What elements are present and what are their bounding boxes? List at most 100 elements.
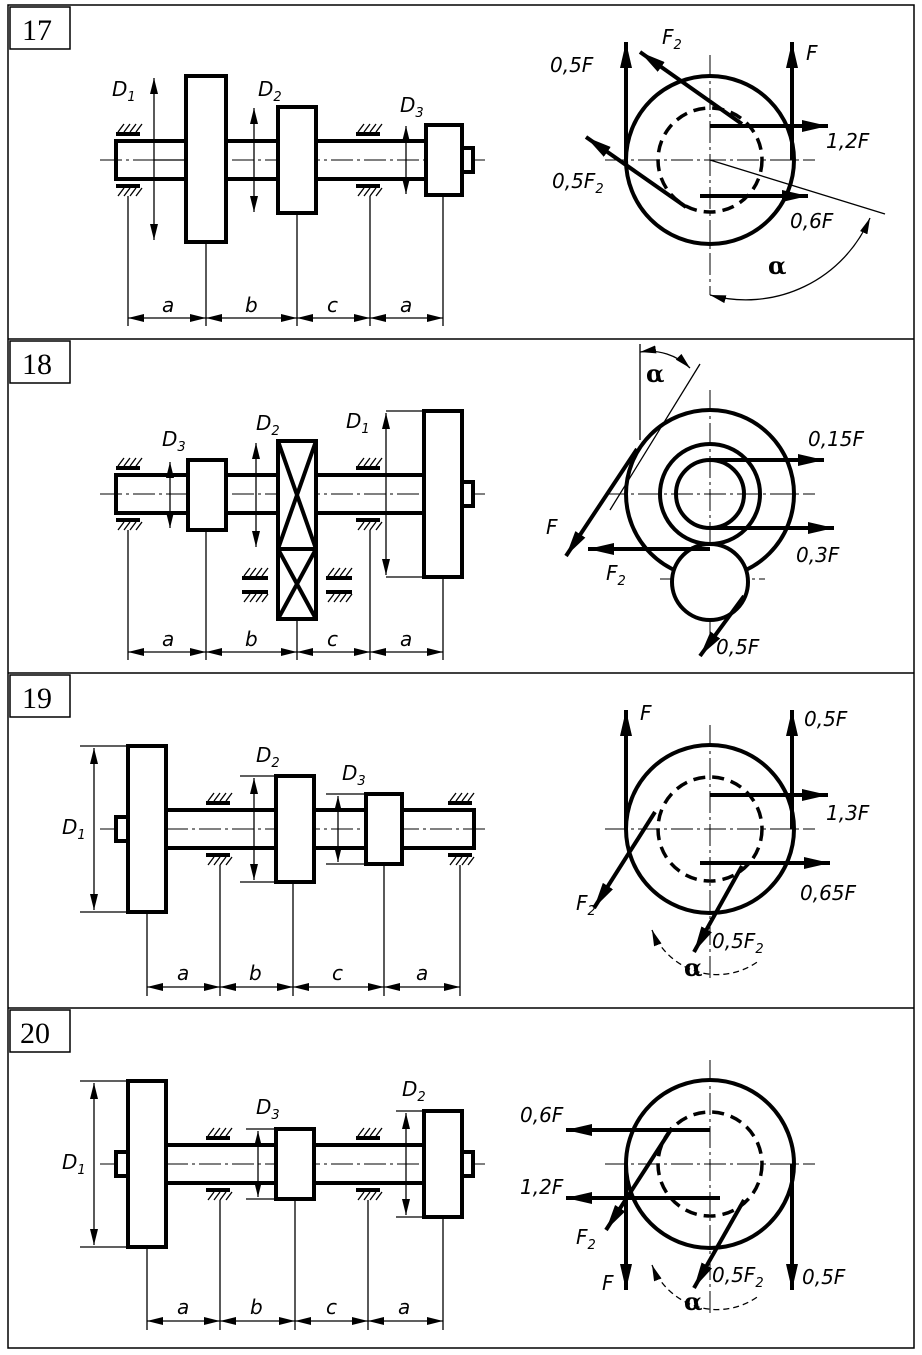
angle-label-alpha: α bbox=[684, 1287, 702, 1316]
dim-label-b: b bbox=[245, 293, 258, 317]
label-d2: D2 bbox=[258, 77, 282, 105]
force-label-0-5f2: 0,5F2 bbox=[712, 929, 764, 957]
bearing-right bbox=[356, 1127, 383, 1201]
shaft-diagram: D1 D2 D3 a b c a bbox=[62, 743, 488, 996]
angle-label-alpha: α bbox=[646, 359, 664, 388]
outer-frame bbox=[7, 4, 915, 1349]
dim-label-b: b bbox=[249, 961, 262, 985]
label-d1: D1 bbox=[62, 1150, 86, 1178]
dim-label-c: c bbox=[327, 293, 338, 317]
gear-inner-circle bbox=[656, 106, 764, 214]
force-label-f2: F2 bbox=[662, 25, 682, 53]
dim-label-c: c bbox=[326, 1295, 337, 1319]
force-label-1-3f: 1,3F bbox=[826, 801, 870, 825]
wheel-d1 bbox=[126, 744, 168, 914]
force-label-f2: F2 bbox=[576, 891, 596, 919]
label-d2: D2 bbox=[256, 743, 280, 771]
label-d1: D1 bbox=[346, 409, 370, 437]
force-label-1-2f: 1,2F bbox=[520, 1175, 564, 1199]
wheel-d1 bbox=[126, 1079, 168, 1249]
dim-label-c: c bbox=[332, 961, 343, 985]
force-label-f: F bbox=[806, 41, 818, 65]
dim-label-c: c bbox=[327, 627, 338, 651]
pinion-circle bbox=[670, 542, 750, 622]
dim-label-a: a bbox=[177, 1295, 189, 1319]
wheel-d3 bbox=[424, 123, 464, 197]
dim-label-b: b bbox=[250, 1295, 263, 1319]
length-dimensions bbox=[146, 1199, 444, 1330]
force-arrow-f2 bbox=[638, 50, 744, 126]
dim-label-a: a bbox=[416, 961, 428, 985]
force-label-0-5f: 0,5F bbox=[804, 707, 848, 731]
force-diagram: 0,6F 1,2F F2 F 0,5F2 0,5F α bbox=[520, 1060, 846, 1316]
panel-number: 18 bbox=[22, 348, 52, 381]
force-label-f: F bbox=[546, 515, 558, 539]
bearing-right bbox=[448, 792, 475, 866]
panel-number-box bbox=[9, 1009, 71, 1053]
force-diagram: α 0,15F F 0,3F F2 0,5F bbox=[546, 344, 865, 659]
wheel-d3 bbox=[186, 458, 228, 532]
bearing-right bbox=[356, 123, 383, 197]
panel-number-box bbox=[9, 6, 71, 50]
force-arrow-f bbox=[564, 447, 639, 558]
force-arrow-0-5f bbox=[698, 594, 746, 658]
bearing-right bbox=[356, 457, 383, 531]
wheel-d3 bbox=[364, 792, 404, 866]
force-diagram: F 0,5F 1,3F 0,65F F2 0,5F2 α bbox=[576, 701, 870, 982]
dim-label-a: a bbox=[400, 293, 412, 317]
force-label-0-5f2: 0,5F2 bbox=[712, 1263, 764, 1291]
force-label-0-6f: 0,6F bbox=[520, 1103, 564, 1127]
force-label-0-3f: 0,3F bbox=[796, 543, 840, 567]
force-label-f: F bbox=[640, 701, 652, 725]
panel-18: 18 bbox=[9, 340, 865, 660]
shaft-diagram: D1 D2 D3 a b c a bbox=[100, 74, 488, 326]
panel-number: 20 bbox=[20, 1017, 50, 1050]
bearing-gear-right bbox=[326, 567, 353, 603]
panel-17: 17 bbox=[9, 6, 886, 326]
label-d2: D2 bbox=[256, 411, 280, 439]
bearing-left bbox=[116, 123, 143, 197]
panel-20: 20 bbox=[9, 1009, 846, 1330]
label-d3: D3 bbox=[400, 93, 424, 121]
gear-d2-crossed bbox=[276, 439, 318, 621]
panel-number: 19 bbox=[22, 682, 52, 715]
label-d1: D1 bbox=[112, 77, 136, 105]
angle-arc bbox=[651, 1264, 761, 1311]
angle-label-alpha: α bbox=[768, 251, 786, 280]
angle-arc bbox=[709, 217, 871, 304]
dim-label-a: a bbox=[398, 1295, 410, 1319]
force-label-f2: F2 bbox=[606, 561, 626, 589]
panel-19: 19 bbox=[9, 674, 870, 996]
dim-label-a: a bbox=[162, 627, 174, 651]
force-arrow-0-5f2 bbox=[584, 135, 688, 209]
wheel-d2 bbox=[274, 774, 316, 884]
angle-arc bbox=[651, 929, 761, 976]
panel-number-box bbox=[9, 674, 71, 718]
force-label-0-5f: 0,5F bbox=[550, 53, 594, 77]
force-diagram: 0,5F F2 F 1,2F 0,5F2 0,6F α bbox=[550, 25, 886, 304]
gear-inner-circle bbox=[656, 1110, 764, 1218]
label-d3: D3 bbox=[342, 761, 366, 789]
force-arrow-f2 bbox=[592, 810, 657, 910]
bearing-left bbox=[206, 1127, 233, 1201]
force-label-f: F bbox=[602, 1271, 614, 1295]
shaft-diagram: D1 D3 D2 a b c a bbox=[62, 1077, 488, 1330]
force-label-0-65f: 0,65F bbox=[800, 881, 857, 905]
shaft-diagram: D3 D2 D1 a b c a bbox=[100, 409, 488, 660]
wheel-d1 bbox=[184, 74, 228, 244]
panel-number: 17 bbox=[22, 14, 52, 47]
force-label-1-2f: 1,2F bbox=[826, 129, 870, 153]
dim-label-a: a bbox=[177, 961, 189, 985]
force-label-0-5f: 0,5F bbox=[716, 635, 760, 659]
bearing-gear-left bbox=[242, 567, 269, 603]
force-arrow-f2 bbox=[604, 1126, 674, 1232]
angle-arc bbox=[639, 345, 691, 369]
force-arrow-0-5f2 bbox=[692, 865, 744, 953]
panel-number-box bbox=[9, 340, 71, 384]
label-d1: D1 bbox=[62, 815, 86, 843]
length-dimensions bbox=[127, 530, 444, 660]
length-dimensions bbox=[127, 195, 444, 326]
dim-label-a: a bbox=[162, 293, 174, 317]
force-label-0-5f2: 0,5F2 bbox=[552, 169, 604, 197]
